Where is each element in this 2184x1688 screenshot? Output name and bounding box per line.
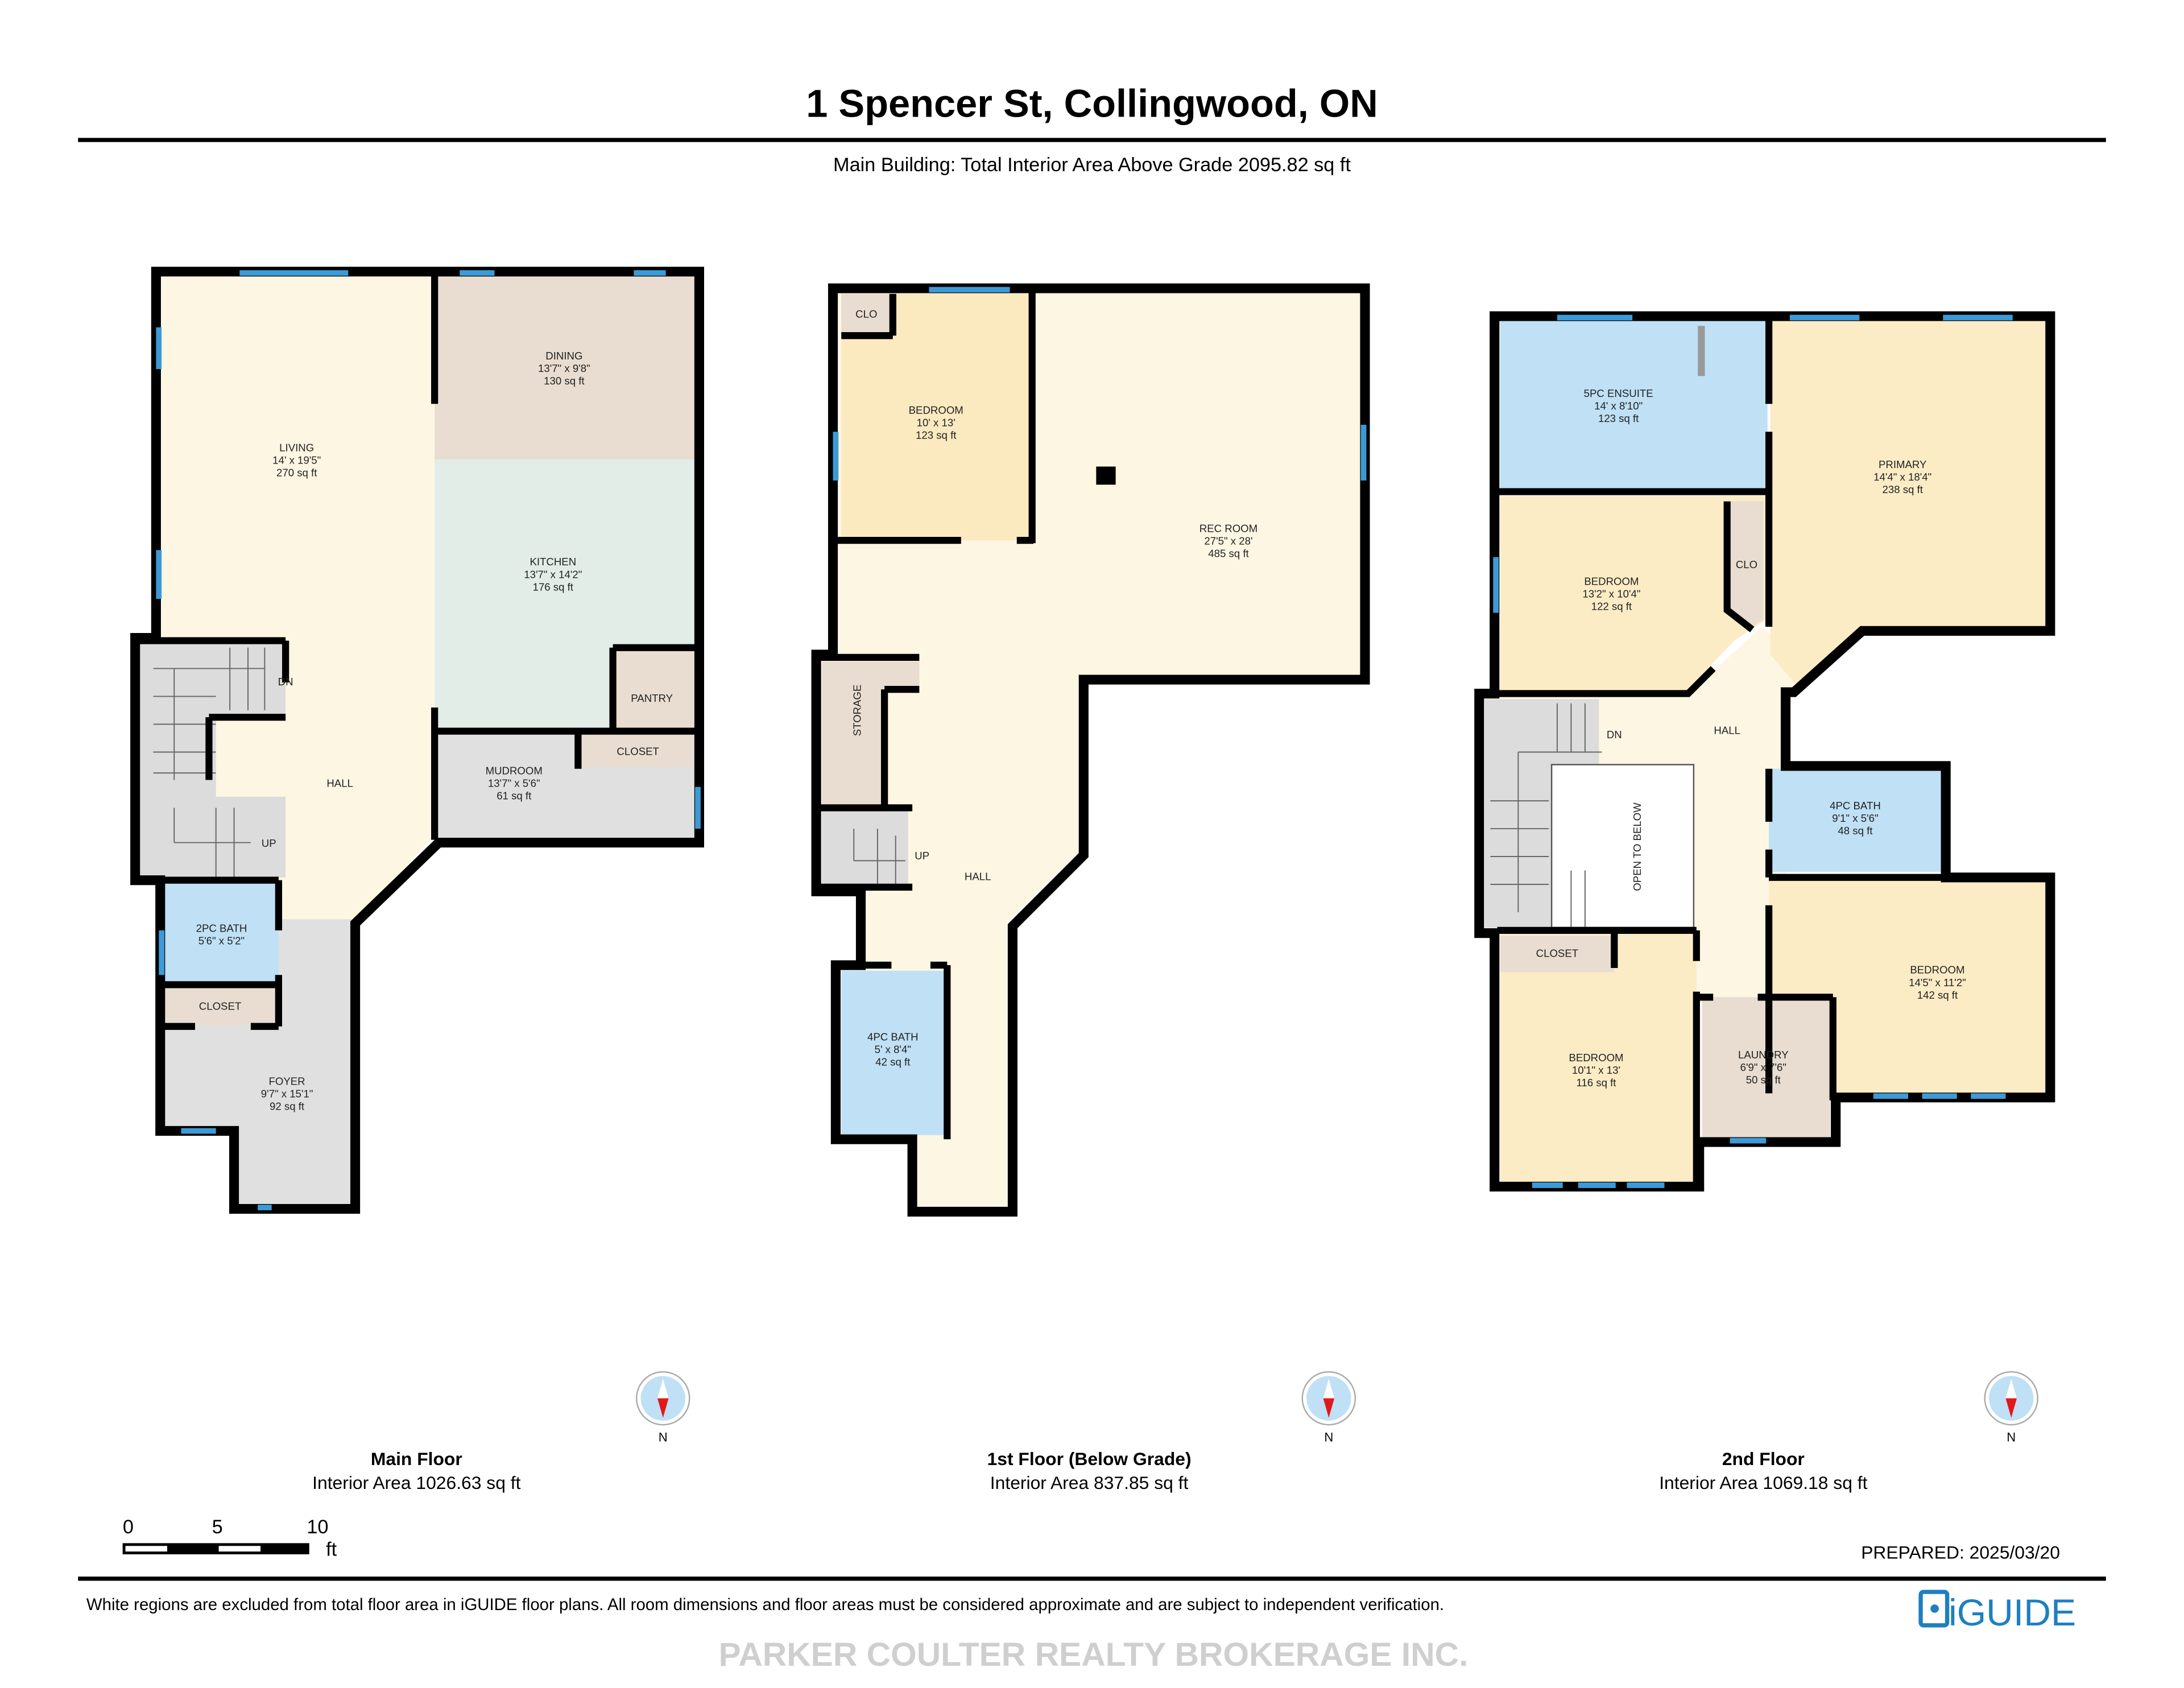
room-label-closet: CLOSET	[1536, 947, 1578, 959]
stairs-1st-fill	[821, 810, 908, 887]
room-label-foyer-closet: CLOSET	[199, 1000, 241, 1012]
main-stairs	[153, 647, 266, 878]
stairs-down-label: DN	[278, 676, 293, 688]
scale-tick-0: 0	[123, 1516, 134, 1538]
room-label-open-to-below: OPEN TO BELOW	[1631, 802, 1643, 891]
closet-2nd-fill	[1500, 936, 1615, 973]
floor-caption-main: Main Floor	[371, 1449, 462, 1469]
room-label-pantry: PANTRY	[631, 692, 673, 704]
room-label-hall: HALL	[1714, 725, 1740, 737]
foyer-closet-fill	[164, 986, 279, 1025]
north-compass-icon: N	[636, 1371, 690, 1445]
watermark: PARKER COULTER REALTY BROKERAGE INC.	[718, 1636, 1468, 1673]
second-windows	[1493, 315, 2013, 1188]
svg-text:iGUIDE: iGUIDE	[1949, 1592, 2076, 1634]
room-label-hall: HALL	[965, 871, 991, 883]
open-to-below	[1550, 764, 1695, 929]
disclaimer: White regions are excluded from total fl…	[86, 1595, 1444, 1614]
second-exterior-wall	[1474, 311, 2055, 1191]
room-label-hall: HALL	[326, 777, 353, 789]
north-compass-icon: N	[1984, 1371, 2038, 1445]
room-label-storage: STORAGE	[851, 685, 863, 737]
bedroom-left-fill	[1500, 933, 1697, 1184]
ensuite-shower-wall	[1698, 326, 1705, 377]
scale-unit: ft	[326, 1538, 337, 1560]
stairs-up-label: UP	[915, 850, 929, 862]
page-title: 1 Spencer St, Collingwood, ON	[806, 82, 1378, 126]
north-label: N	[659, 1430, 668, 1445]
primary-fill	[1770, 318, 2046, 685]
second-stairs	[1490, 703, 1602, 928]
first-exterior-wall	[811, 283, 1370, 1217]
footer-rule	[78, 1577, 2106, 1581]
storage-fill	[821, 661, 920, 805]
clo-2nd-fill	[1724, 501, 1764, 630]
bath-4pc-2nd-fill	[1769, 768, 1943, 872]
second-interior-walls	[1497, 318, 2048, 1184]
structural-column	[1096, 466, 1116, 485]
stairs-up-label: UP	[262, 837, 276, 849]
scale-bar: 0 5 10 ft	[122, 1516, 337, 1560]
pantry-fill	[613, 650, 694, 729]
main-windows	[156, 270, 701, 1211]
room-label-mudroom-closet: CLOSET	[617, 745, 659, 757]
prepared-date: PREPARED: 2025/03/20	[1861, 1542, 2060, 1562]
dining-fill	[435, 274, 697, 460]
header-rule	[78, 138, 2106, 142]
floor-area-main: Interior Area 1026.63 sq ft	[312, 1472, 520, 1493]
scale-tick-10: 10	[307, 1516, 328, 1538]
first-stairs	[853, 829, 905, 887]
bedroom-2-fill	[1500, 495, 1767, 693]
iguide-logo: iGUIDE	[1918, 1590, 2076, 1634]
main-exterior-wall	[130, 266, 704, 1214]
mudroom-closet-fill	[581, 734, 693, 768]
main-stairs-landing	[216, 717, 286, 797]
first-windows	[833, 287, 1367, 481]
floor-area-2nd: Interior Area 1069.18 sq ft	[1659, 1472, 1867, 1493]
bath-2pc-fill	[164, 880, 279, 985]
page-subtitle: Main Building: Total Interior Area Above…	[833, 154, 1351, 176]
bath-4pc-1st-fill	[841, 970, 945, 1135]
north-label: N	[1324, 1430, 1333, 1445]
ensuite-fill	[1500, 318, 1768, 489]
main-interior-walls	[135, 274, 697, 1030]
north-label: N	[2007, 1430, 2016, 1445]
room-label-clo: CLO	[855, 308, 877, 320]
floor-caption-2nd: 2nd Floor	[1722, 1449, 1805, 1469]
first-interior-walls	[819, 291, 1036, 1140]
north-compass-icon: N	[1301, 1371, 1356, 1445]
foyer-fill	[164, 919, 355, 1206]
floor-caption-1st: 1st Floor (Below Grade)	[987, 1449, 1192, 1469]
clo-fill	[841, 293, 892, 336]
stairs-down-label: DN	[1607, 729, 1622, 740]
floor-area-1st: Interior Area 837.85 sq ft	[990, 1472, 1189, 1493]
scale-tick-5: 5	[212, 1516, 223, 1538]
room-label-clo: CLO	[1736, 558, 1757, 570]
